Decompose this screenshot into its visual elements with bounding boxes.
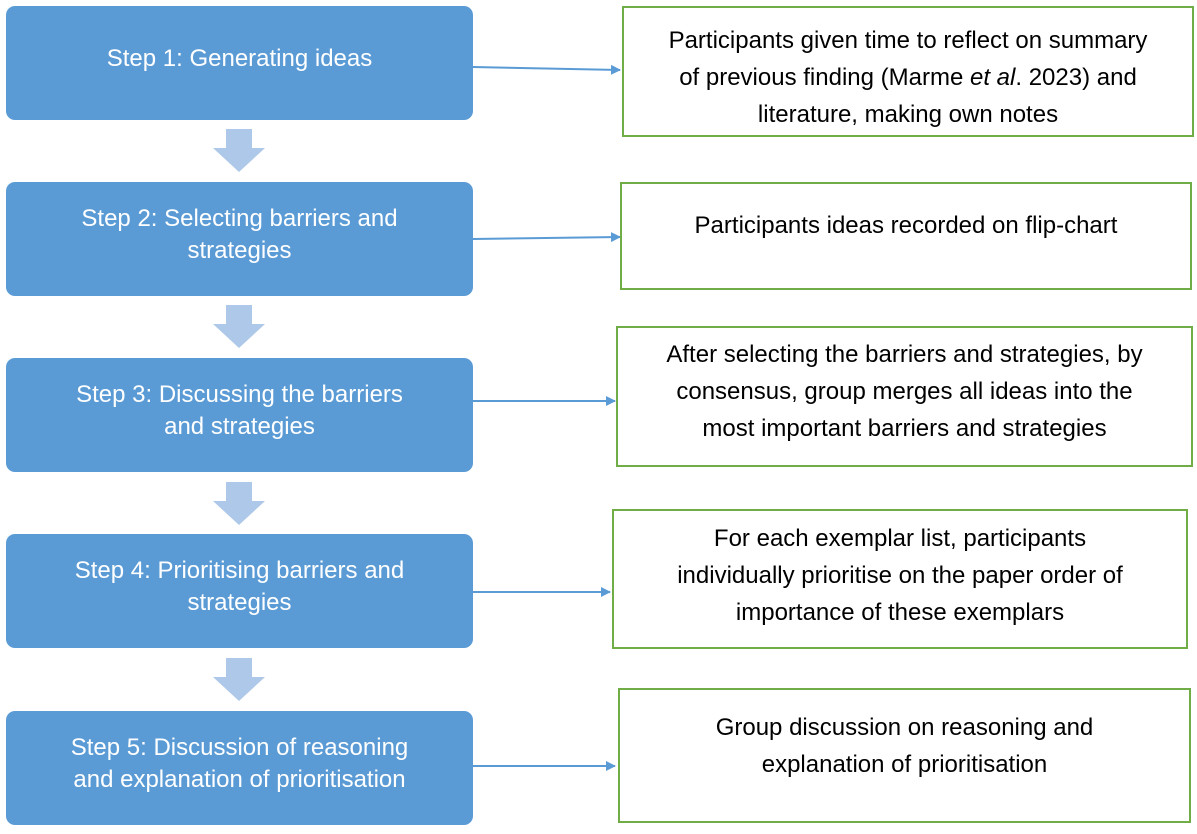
step-2-label: Step 2: Selecting barriers and strategie… xyxy=(81,203,397,267)
description-1-line-1: Participants given time to reflect on su… xyxy=(668,27,1148,54)
step-3-line-2: and strategies xyxy=(164,413,315,440)
step-2-line-2: strategies xyxy=(187,237,292,264)
description-3-line-1: After selecting the barriers and strateg… xyxy=(666,341,1143,368)
down-arrow-1 xyxy=(213,129,265,172)
step-5-line-2: and explanation of prioritisation xyxy=(73,766,406,793)
description-1-line-2-italic: et al xyxy=(969,64,1016,91)
description-3-line-3: most important barriers and strategies xyxy=(702,415,1107,442)
step-box-5: Step 5: Discussion of reasoning and expl… xyxy=(6,711,473,825)
down-arrow-4 xyxy=(213,658,265,701)
step-1-line-1: Step 1: Generating ideas xyxy=(106,45,373,72)
description-box-3: After selecting the barriers and strateg… xyxy=(616,326,1193,467)
step-4-line-2: strategies xyxy=(187,589,292,616)
step-5-label: Step 5: Discussion of reasoning and expl… xyxy=(71,732,409,796)
step-box-2: Step 2: Selecting barriers and strategie… xyxy=(6,182,473,296)
description-2-line-1: Participants ideas recorded on flip-char… xyxy=(694,212,1118,239)
step-3-label: Step 3: Discussing the barriers and stra… xyxy=(76,379,403,443)
step-3-line-1: Step 3: Discussing the barriers xyxy=(76,381,403,408)
description-4-line-3: importance of these exemplars xyxy=(735,599,1065,626)
description-4-line-2: individually prioritise on the paper ord… xyxy=(677,562,1123,589)
description-1-line-2: of previous finding (Marme et al. 2023) … xyxy=(679,59,1137,96)
down-arrow-2 xyxy=(213,305,265,348)
description-3-line-2: consensus, group merges all ideas into t… xyxy=(676,378,1133,405)
step-4-label: Step 4: Prioritising barriers and strate… xyxy=(75,555,404,619)
step-box-1: Step 1: Generating ideas xyxy=(6,6,473,120)
description-box-2: Participants ideas recorded on flip-char… xyxy=(620,182,1192,290)
step-5-line-1: Step 5: Discussion of reasoning xyxy=(70,734,409,761)
description-1-line-2-part-3: . 2023) and xyxy=(1015,64,1137,91)
description-5-line-2: explanation of prioritisation xyxy=(761,751,1048,778)
description-1-line-3: literature, making own notes xyxy=(757,101,1059,128)
step-box-4: Step 4: Prioritising barriers and strate… xyxy=(6,534,473,648)
step-4-line-1: Step 4: Prioritising barriers and xyxy=(74,557,405,584)
connector-arrow-2 xyxy=(472,232,621,243)
step-box-3: Step 3: Discussing the barriers and stra… xyxy=(6,358,473,472)
description-box-5: Group discussion on reasoning and explan… xyxy=(618,688,1191,823)
description-box-4: For each exemplar list, participants ind… xyxy=(612,509,1188,649)
step-2-line-1: Step 2: Selecting barriers and xyxy=(81,205,398,232)
description-4-line-1: For each exemplar list, participants xyxy=(713,525,1087,552)
description-5-line-1: Group discussion on reasoning and xyxy=(715,714,1094,741)
down-arrow-3 xyxy=(213,482,265,525)
description-box-1: Participants given time to reflect on su… xyxy=(622,6,1194,137)
step-1-label: Step 1: Generating ideas xyxy=(107,43,373,75)
connector-arrow-1 xyxy=(472,64,621,75)
description-1-line-2-part-1: of previous finding (Marme xyxy=(679,64,970,91)
